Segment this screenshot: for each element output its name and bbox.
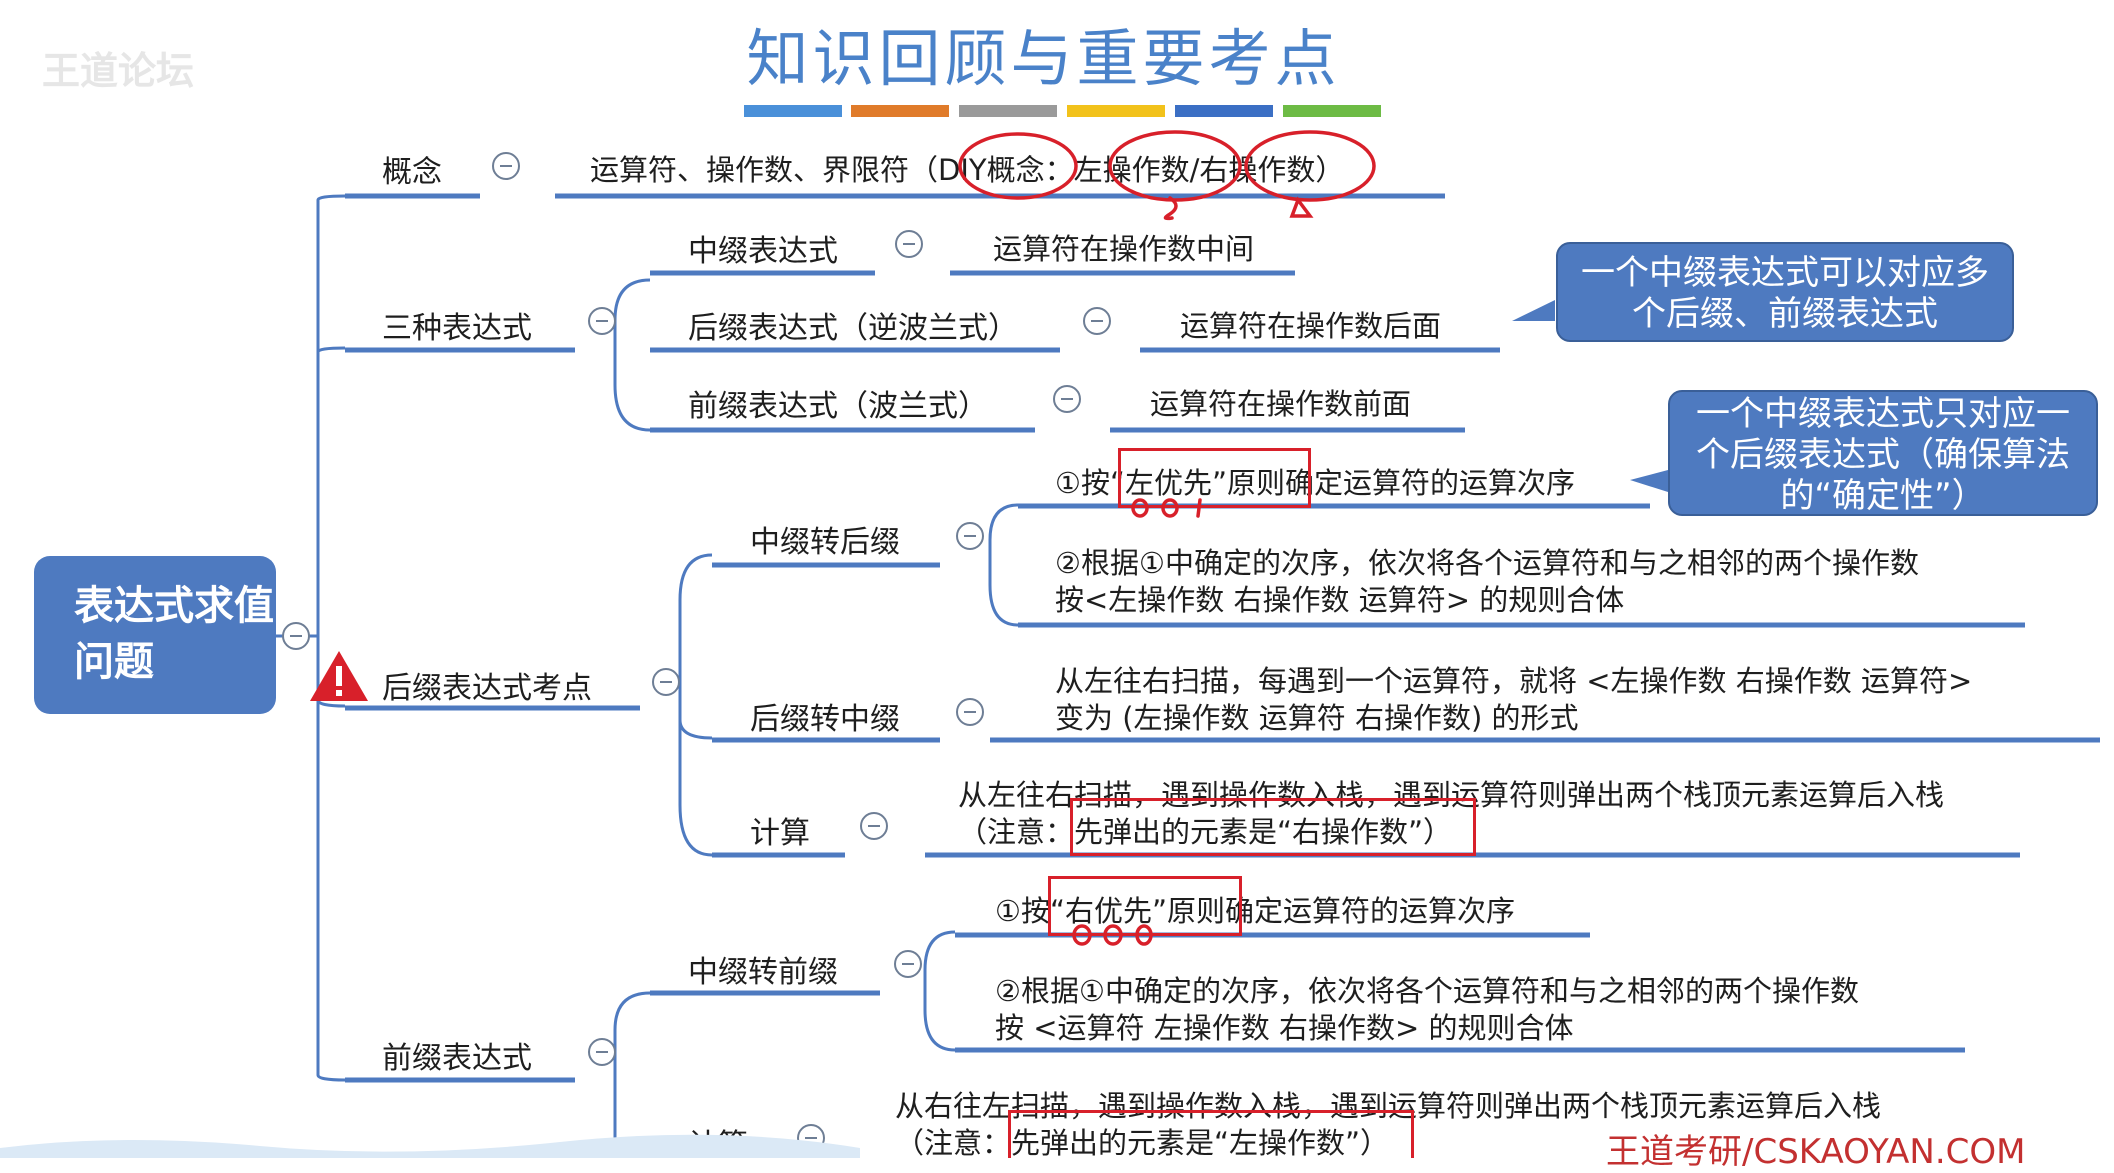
- three-expr-label: 三种表达式: [382, 311, 532, 346]
- postfix-to-infix-line1: 从左往右扫描，每遇到一个运算符，就将 <左操作数 右操作数 运算符>: [1055, 664, 1973, 698]
- watermark-logo: 王道论坛: [42, 49, 195, 93]
- infix-to-postfix-label: 中缀转后缀: [750, 525, 900, 560]
- collapse-postfix-compute-button[interactable]: [860, 812, 888, 840]
- prefix-expr-label: 前缀表达式（波兰式）: [688, 389, 988, 424]
- postfix-compute-line2: （注意：先弹出的元素是“右操作数”）: [958, 815, 1453, 849]
- infix-to-postfix-step2-line2: 按<左操作数 右操作数 运算符> 的规则合体: [1055, 583, 1625, 617]
- root-label: 表达式求值问题: [74, 583, 274, 685]
- warning-icon: [310, 651, 368, 701]
- infix-to-prefix-step2-line2: 按 <运算符 左操作数 右操作数> 的规则合体: [995, 1011, 1574, 1045]
- deco-bar: [959, 105, 1057, 117]
- infix-to-postfix-step2-line1: ②根据①中确定的次序，依次将各个运算符和与之相邻的两个操作数: [1055, 546, 1919, 580]
- collapse-three-expr-button[interactable]: [588, 307, 616, 335]
- deco-bar: [1175, 105, 1273, 117]
- collapse-postfix-to-infix-button[interactable]: [956, 698, 984, 726]
- highlight-right-priority: [1048, 876, 1242, 936]
- infix-to-postfix-step1: ①按“左优先”原则确定运算符的运算次序: [1055, 466, 1576, 500]
- collapse-prefix-button[interactable]: [588, 1038, 616, 1066]
- deco-bar: [744, 105, 842, 117]
- deco-bar: [851, 105, 949, 117]
- prefix-expr-desc: 运算符在操作数前面: [1150, 387, 1412, 421]
- collapse-infix-to-postfix-button[interactable]: [956, 522, 984, 550]
- footer-wave: [0, 1134, 860, 1158]
- collapse-postfix-exam-button[interactable]: [652, 668, 680, 696]
- collapse-concept-button[interactable]: [492, 152, 520, 180]
- highlight-right-operand: [1070, 798, 1476, 856]
- prefix-compute-line2: （注意：先弹出的元素是“左操作数”）: [895, 1126, 1390, 1160]
- collapse-infix-to-prefix-button[interactable]: [894, 950, 922, 978]
- infix-label: 中缀表达式: [688, 234, 838, 269]
- callout-unique: 一个中缀表达式只对应一个后缀表达式（确保算法的“确定性”）: [1668, 390, 2098, 516]
- postfix-expr-label: 后缀表达式（逆波兰式）: [688, 311, 1018, 346]
- postfix-to-infix-line2: 变为 (左操作数 运算符 右操作数) 的形式: [1055, 701, 1579, 735]
- infix-to-prefix-step1: ①按“右优先”原则确定运算符的运算次序: [995, 894, 1516, 928]
- postfix-compute-label: 计算: [750, 816, 810, 851]
- prefix-label: 前缀表达式: [382, 1041, 532, 1076]
- postfix-compute-line1: 从左往右扫描，遇到操作数入栈，遇到运算符则弹出两个栈顶元素运算后入栈: [958, 778, 1945, 812]
- collapse-infix-button[interactable]: [895, 230, 923, 258]
- infix-desc: 运算符在操作数中间: [993, 232, 1255, 266]
- root-node[interactable]: 表达式求值问题: [34, 556, 276, 714]
- page-title: 知识回顾与重要考点: [746, 22, 1341, 95]
- highlight-left-operand: [1008, 1110, 1414, 1158]
- postfix-to-infix-label: 后缀转中缀: [750, 702, 900, 737]
- postfix-expr-desc: 运算符在操作数后面: [1180, 309, 1442, 343]
- infix-to-prefix-label: 中缀转前缀: [688, 955, 838, 990]
- callout-multiple: 一个中缀表达式可以对应多个后缀、前缀表达式: [1556, 242, 2014, 342]
- highlight-left-priority: [1118, 448, 1311, 508]
- deco-bar: [1067, 105, 1165, 117]
- postfix-exam-label: 后缀表达式考点: [382, 671, 592, 706]
- infix-to-prefix-step2-line1: ②根据①中确定的次序，依次将各个运算符和与之相邻的两个操作数: [995, 974, 1859, 1008]
- deco-bar: [1283, 105, 1381, 117]
- concept-label: 概念: [382, 155, 442, 190]
- collapse-prefix-expr-button[interactable]: [1053, 385, 1081, 413]
- collapse-postfix-expr-button[interactable]: [1083, 307, 1111, 335]
- prefix-compute-line1: 从右往左扫描，遇到操作数入栈，遇到运算符则弹出两个栈顶元素运算后入栈: [895, 1089, 1882, 1123]
- collapse-root-button[interactable]: [282, 622, 310, 650]
